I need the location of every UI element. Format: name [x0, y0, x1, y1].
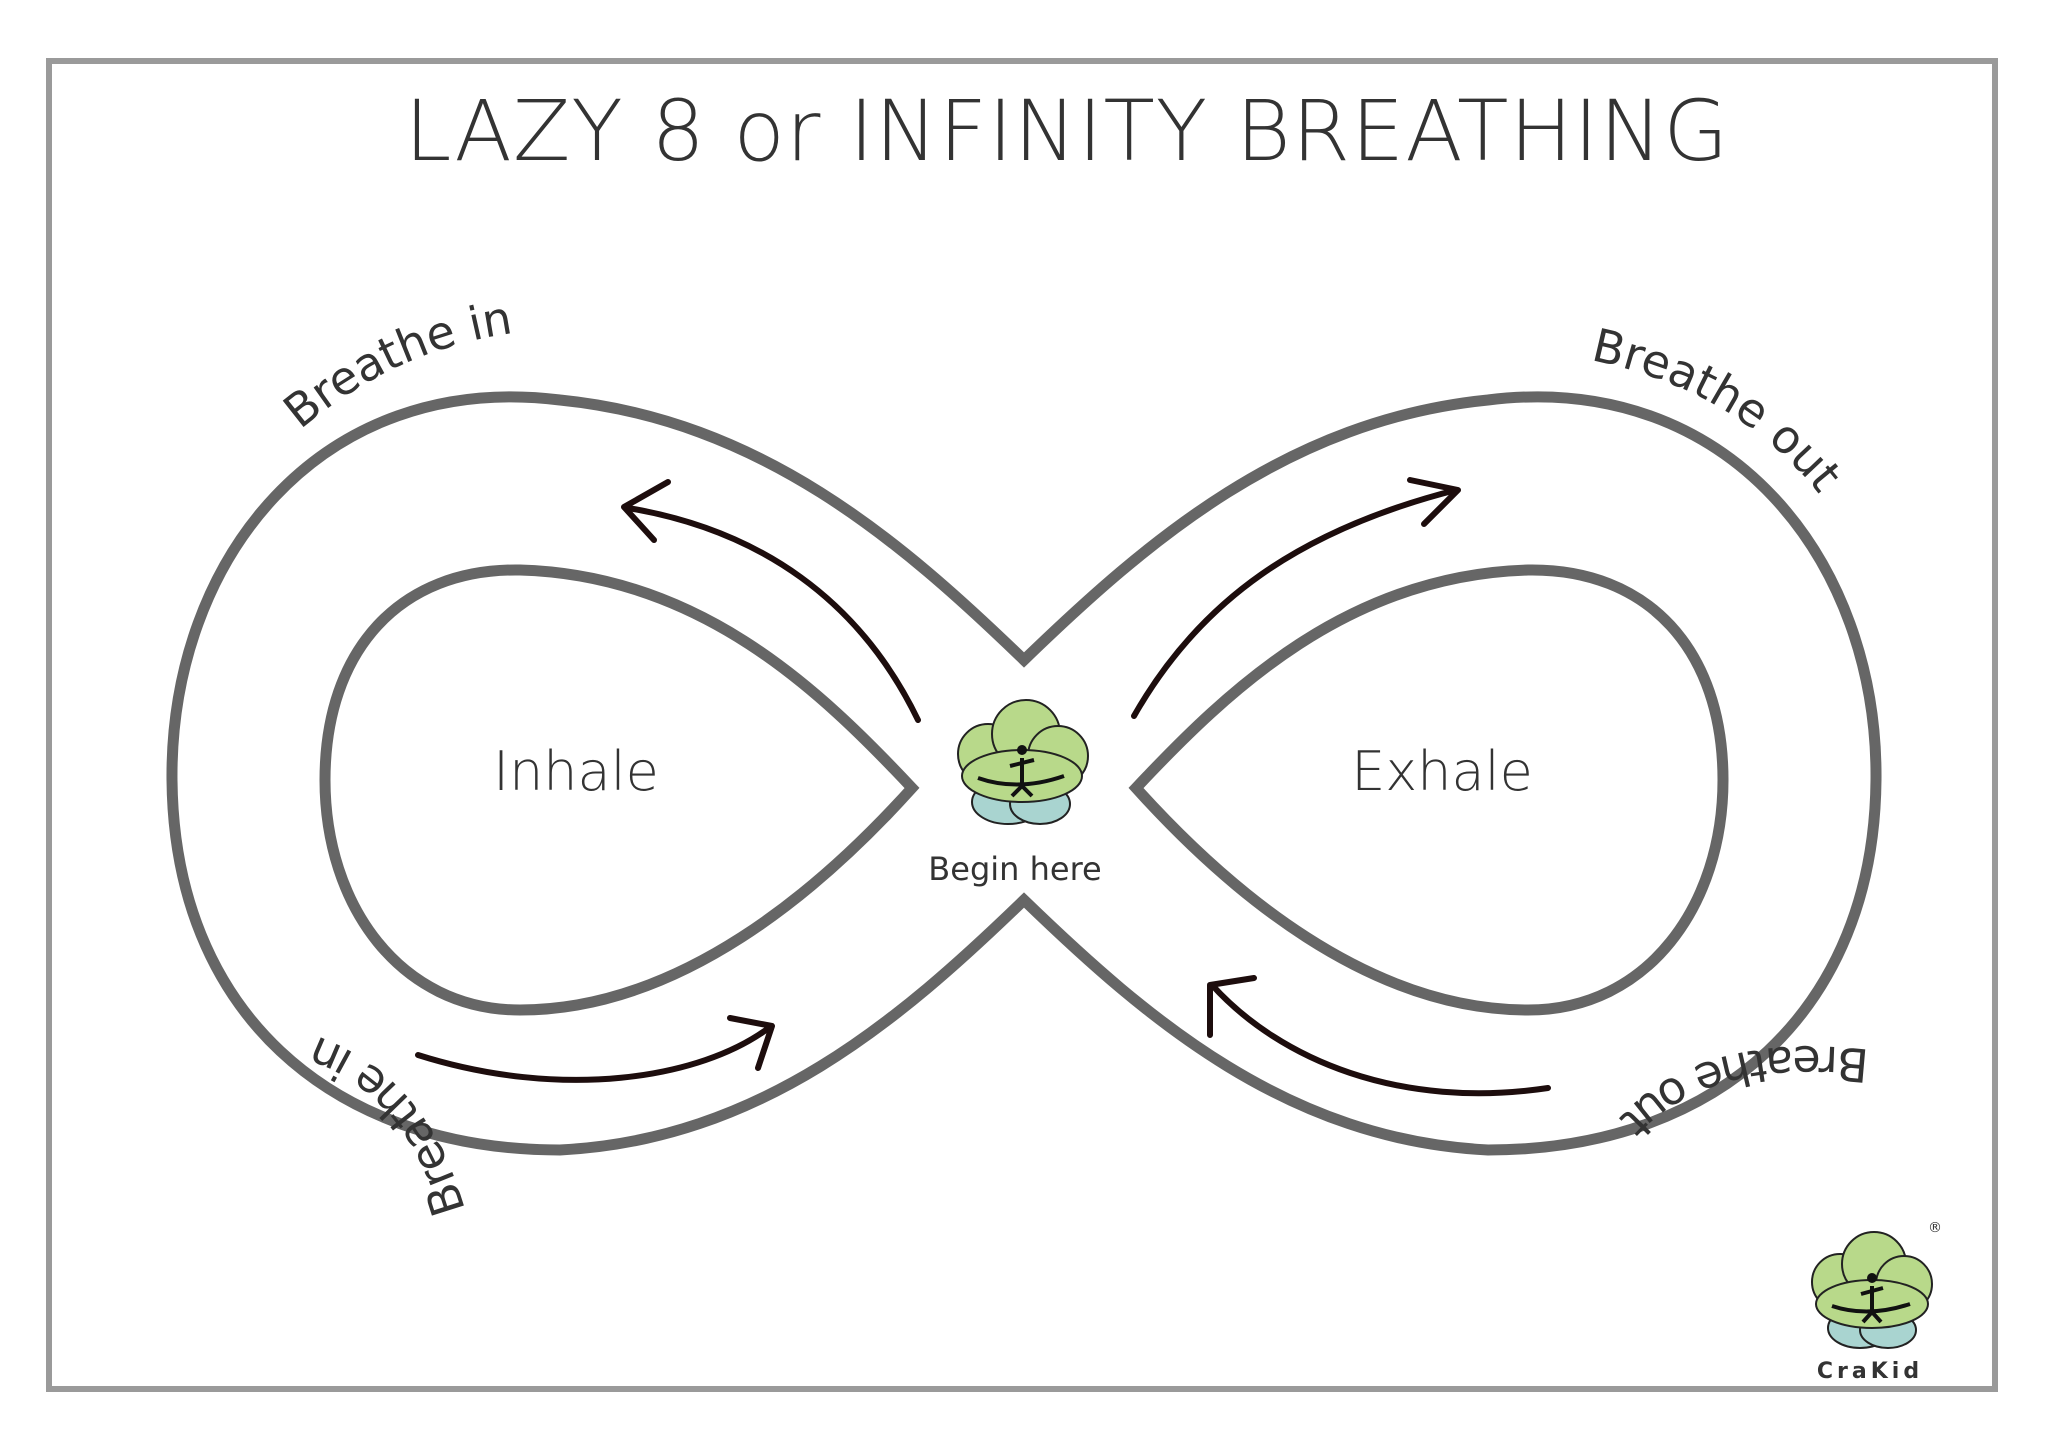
inhale-label: Inhale — [493, 740, 659, 803]
page-title: LAZY 8 or INFINITY BREATHING — [404, 82, 1730, 180]
arrow-up-right — [1131, 487, 1459, 719]
arrowhead-bottom-left — [727, 1015, 775, 1071]
arrowhead-up-left — [621, 479, 671, 543]
begin-here-label: Begin here — [928, 850, 1101, 888]
arrowhead-bottom-right — [1207, 975, 1257, 1038]
arrow-up-left — [625, 505, 921, 723]
outer-track — [166, 391, 1882, 1156]
arrow-bottom-left — [415, 1024, 773, 1083]
svg-text:Breathe in: Breathe in — [300, 1026, 476, 1223]
breathe-out-bottom-label: Breathe out — [1610, 1035, 1870, 1149]
border-frame — [46, 58, 1998, 1392]
svg-text:Breathe out: Breathe out — [1610, 1035, 1870, 1149]
arrow-bottom-right — [1209, 982, 1551, 1097]
crakid-logo-corner — [1811, 1231, 1933, 1349]
crakid-corner-text: CraKid — [1817, 1359, 1923, 1384]
registered-mark: ® — [1928, 1220, 1942, 1236]
arrowhead-up-right — [1407, 477, 1461, 527]
inner-loop-right — [1128, 564, 1729, 1016]
inner-loop-left — [319, 564, 920, 1016]
breathe-in-bottom-label: Breathe in — [300, 1026, 476, 1223]
crakid-logo-center — [957, 699, 1089, 825]
exhale-label: Exhale — [1351, 740, 1533, 803]
